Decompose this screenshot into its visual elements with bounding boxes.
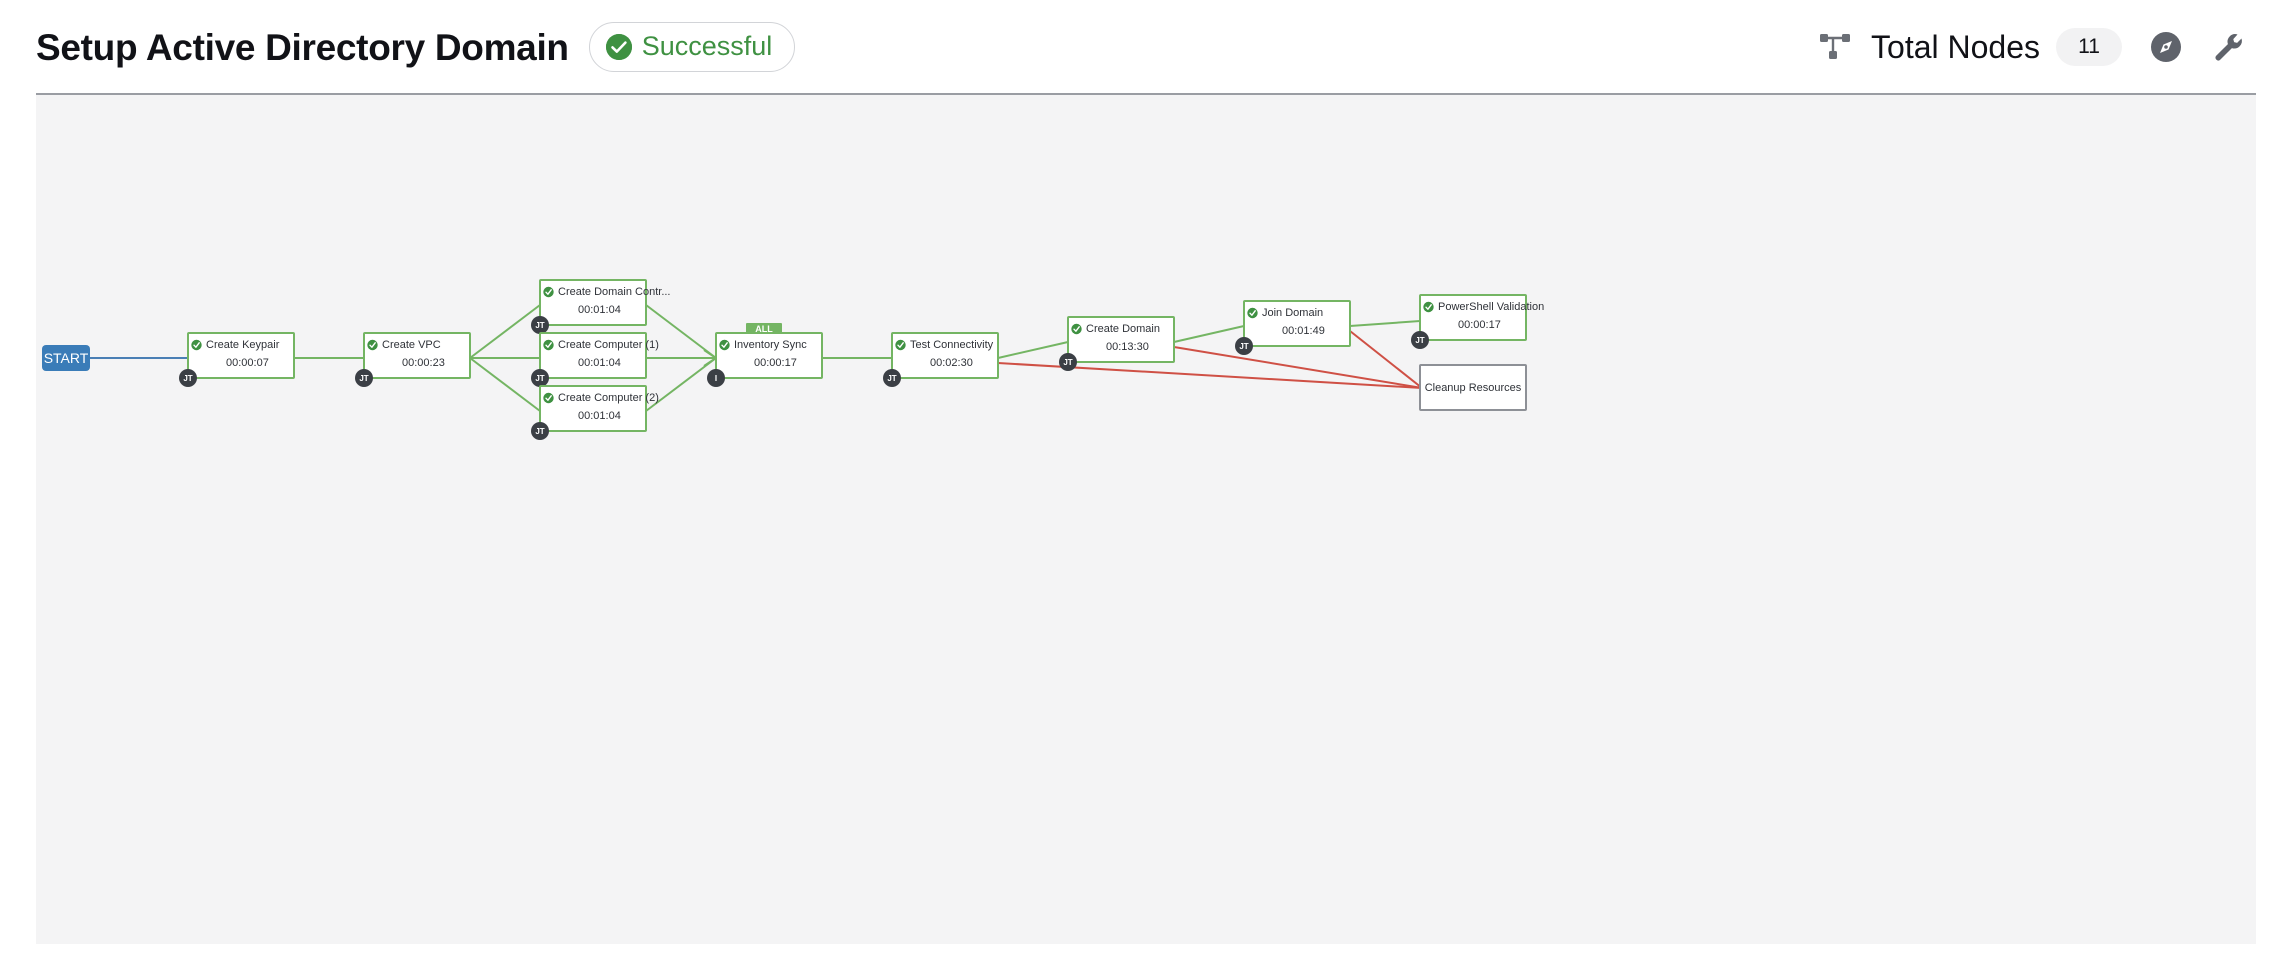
node-duration: 00:00:23 [402, 357, 445, 369]
node-badge-jt[interactable]: JT [531, 369, 549, 387]
status-label: Successful [641, 31, 773, 61]
node-create-keypair[interactable]: Create Keypair 00:00:07 JT [179, 332, 295, 387]
edge-create-computer-2-to-inventory-sync [645, 357, 717, 412]
node-title: Test Connectivity [910, 339, 994, 351]
node-duration: 00:00:07 [226, 357, 269, 369]
edge-create-domain-to-join-domain [1173, 325, 1245, 343]
node-badge-label: JT [887, 374, 896, 383]
node-badge-label: JT [1063, 358, 1072, 367]
node-badge-jt[interactable]: JT [1411, 331, 1429, 349]
edge-test-connectivity-to-create-domain [997, 341, 1069, 359]
edge-join-domain-to-cleanup-resources [1349, 330, 1423, 389]
node-create-domain[interactable]: Create Domain 00:13:30 JT [1059, 316, 1175, 371]
node-badge-jt[interactable]: JT [1059, 353, 1077, 371]
node-title: Create Domain [1086, 323, 1160, 335]
node-badge-label: JT [535, 427, 544, 436]
node-duration: 00:00:17 [1458, 319, 1501, 331]
node-badge-label: JT [535, 374, 544, 383]
status-badge: Successful [588, 22, 796, 72]
node-cleanup-resources[interactable]: Cleanup Resources [1419, 364, 1527, 411]
node-title: Create Domain Contr... [558, 286, 671, 298]
node-powershell-validation[interactable]: PowerShell Validation 00:00:17 JT [1411, 294, 1544, 349]
node-join-domain[interactable]: Join Domain 00:01:49 JT [1235, 300, 1351, 355]
workflow-canvas[interactable]: START Create Keypair 00:00:07 JT [36, 95, 2256, 944]
workflow-graph[interactable]: START Create Keypair 00:00:07 JT [36, 95, 2256, 944]
header-divider [36, 93, 2256, 95]
node-create-computer-2[interactable]: Create Computer (2) 00:01:04 JT [531, 385, 659, 440]
node-duration: 00:01:49 [1282, 325, 1325, 337]
status-success-icon [543, 392, 554, 404]
edge-join-domain-to-powershell-validation [1349, 320, 1421, 327]
edge-create-vpc-to-create-computer-2 [469, 357, 541, 412]
status-success-icon [543, 339, 554, 351]
status-success-icon [1423, 301, 1434, 313]
node-title: Cleanup Resources [1425, 382, 1522, 394]
node-badge-label: JT [1415, 336, 1424, 345]
node-duration: 00:00:17 [754, 357, 797, 369]
status-success-icon [1071, 323, 1082, 335]
node-title: Create Keypair [206, 339, 280, 351]
node-badge-jt[interactable]: JT [531, 316, 549, 334]
node-create-vpc[interactable]: Create VPC 00:00:23 JT [355, 332, 471, 387]
node-badge-inventory[interactable]: I [707, 369, 725, 387]
node-title: Inventory Sync [734, 339, 807, 351]
edges-layer [90, 304, 1423, 412]
status-success-icon [367, 339, 378, 351]
start-node-label: START [44, 350, 89, 366]
wrench-icon[interactable] [2210, 29, 2246, 65]
status-success-icon [1247, 307, 1258, 319]
total-nodes-count: 11 [2056, 28, 2122, 66]
edge-create-domain-controller-to-inventory-sync [645, 304, 717, 359]
node-duration: 00:01:04 [578, 410, 621, 422]
edge-create-vpc-to-create-domain-controller [469, 304, 541, 359]
total-nodes-label: Total Nodes [1871, 29, 2040, 65]
node-title: Join Domain [1262, 307, 1323, 319]
header-actions: Total Nodes 11 [1819, 28, 2256, 66]
node-duration: 00:02:30 [930, 357, 973, 369]
node-duration: 00:13:30 [1106, 341, 1149, 353]
node-test-connectivity[interactable]: Test Connectivity 00:02:30 JT [883, 332, 999, 387]
node-badge-label: JT [535, 321, 544, 330]
node-title: Create VPC [382, 339, 441, 351]
page-title: Setup Active Directory Domain [36, 26, 569, 68]
sitemap-icon [1819, 32, 1853, 62]
node-badge-jt[interactable]: JT [1235, 337, 1253, 355]
status-success-icon [191, 339, 202, 351]
node-badge-label: I [715, 374, 717, 383]
node-title: Create Computer (1) [558, 339, 659, 351]
node-badge-jt[interactable]: JT [179, 369, 197, 387]
node-inventory-sync[interactable]: ALL Inventory Sync 00:00:17 I [707, 323, 823, 387]
node-title: Create Computer (2) [558, 392, 659, 404]
check-circle-icon [605, 33, 632, 60]
node-badge-label: JT [359, 374, 368, 383]
status-success-icon [895, 339, 906, 351]
page-header: Setup Active Directory Domain Successful [0, 0, 2290, 95]
node-badge-jt[interactable]: JT [883, 369, 901, 387]
node-badge-jt[interactable]: JT [531, 422, 549, 440]
edge-create-domain-to-cleanup-resources [1173, 346, 1423, 389]
status-success-icon [543, 286, 554, 298]
node-duration: 00:01:04 [578, 304, 621, 316]
node-duration: 00:01:04 [578, 357, 621, 369]
node-badge-label: JT [1239, 342, 1248, 351]
node-create-computer-1[interactable]: Create Computer (1) 00:01:04 JT [531, 332, 659, 387]
node-title: PowerShell Validation [1438, 301, 1544, 313]
start-node[interactable]: START [42, 345, 90, 371]
status-success-icon [719, 339, 730, 351]
node-badge-jt[interactable]: JT [355, 369, 373, 387]
node-badge-label: JT [183, 374, 192, 383]
compass-icon[interactable] [2148, 29, 2184, 65]
all-badge-label: ALL [755, 324, 773, 334]
node-create-domain-controller[interactable]: Create Domain Contr... 00:01:04 JT [531, 279, 671, 334]
